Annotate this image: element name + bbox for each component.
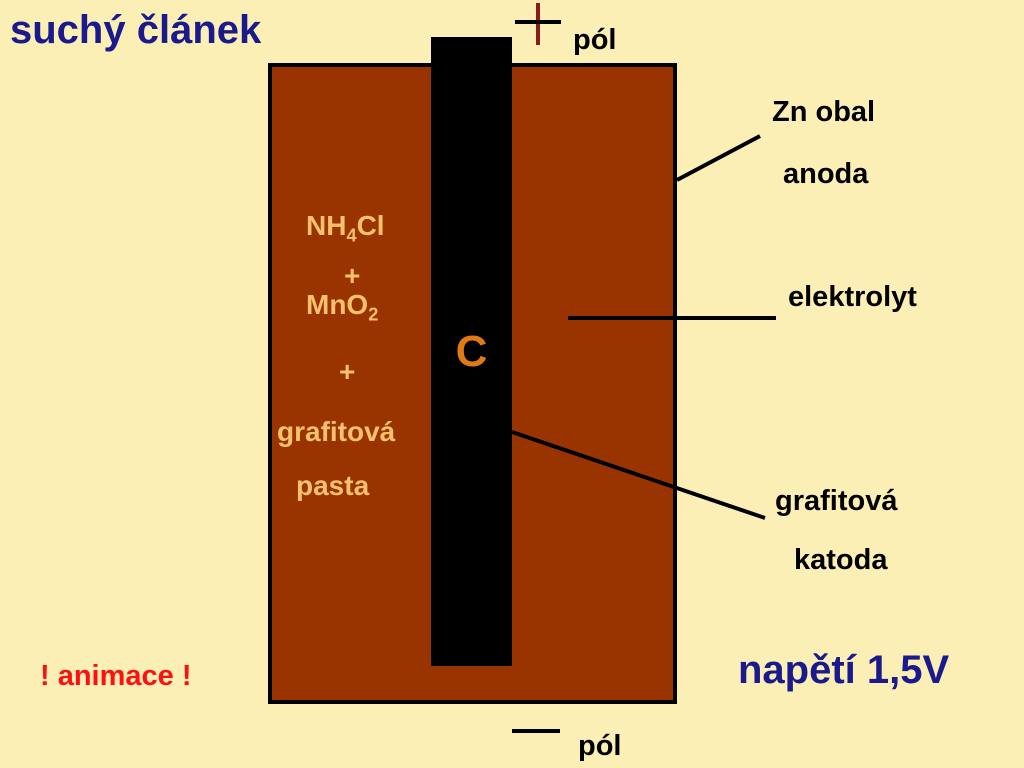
paste-nh: NH [306, 210, 347, 241]
paste-nh-sub: 4 [346, 225, 357, 246]
paste-mno2: MnO2 [306, 291, 378, 324]
carbon-rod-label: C [455, 327, 488, 376]
grafitova-label: grafitová [775, 485, 898, 517]
paste-line-2: pasta [296, 470, 370, 501]
paste-nh4cl: NH4Cl [306, 212, 385, 245]
anoda-label: anoda [783, 158, 869, 190]
voltage-label: napětí 1,5V [738, 648, 950, 692]
elektrolyt-label: elektrolyt [788, 281, 917, 313]
carbon-rod [431, 37, 512, 666]
animation-link[interactable]: ! animace ! [40, 660, 192, 692]
page-title: suchý článek [10, 8, 262, 52]
zn-obal-label: Zn obal [772, 96, 876, 128]
zn-obal-leader [676, 134, 761, 182]
paste-cl: Cl [356, 210, 385, 241]
negative-pole-label: pól [578, 730, 622, 762]
paste-mno: MnO [306, 289, 369, 320]
paste-mno-sub: 2 [368, 304, 379, 325]
katoda-label: katoda [794, 544, 888, 576]
paste-plus-2: + [339, 356, 356, 387]
positive-pole-label: pól [573, 24, 617, 56]
paste-plus-1: + [344, 260, 361, 291]
katoda-leader [511, 430, 766, 520]
paste-line-1: grafitová [277, 416, 396, 447]
